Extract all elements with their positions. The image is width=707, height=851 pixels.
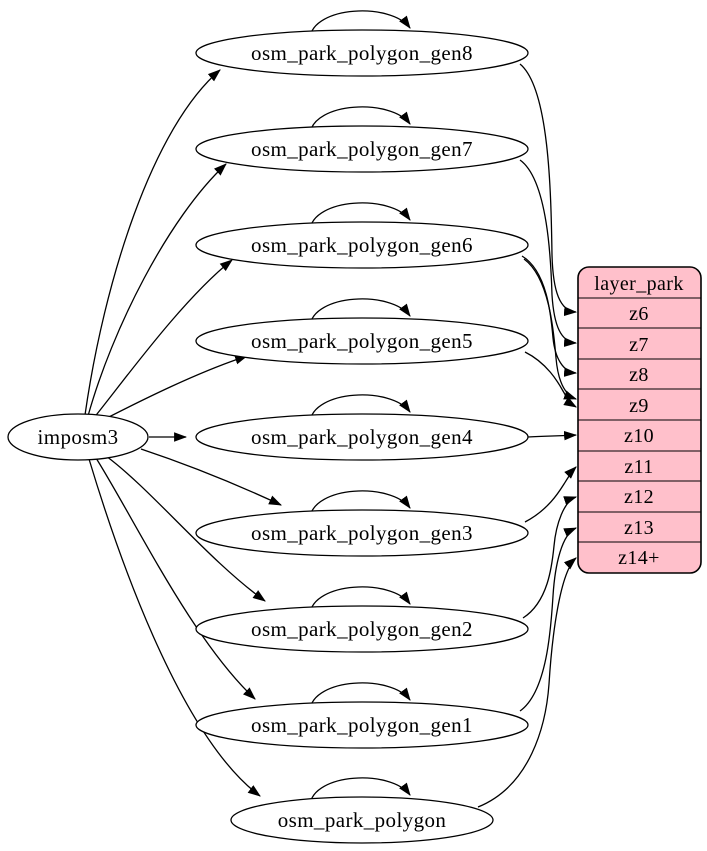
node-osm_park_polygon_gen4: osm_park_polygon_gen4 <box>195 413 529 461</box>
node-gen7-label: osm_park_polygon_gen7 <box>251 137 473 161</box>
edges-to-layer <box>477 63 578 808</box>
edge-polygon-z14 <box>477 557 577 808</box>
self-loop-edges <box>309 10 411 806</box>
node-gen1-shape <box>195 701 529 749</box>
node-imposm3-label: imposm3 <box>38 425 119 449</box>
node-gen7-shape <box>195 125 529 173</box>
node-osm_park_polygon_gen3: osm_park_polygon_gen3 <box>195 509 529 557</box>
node-gen3-label: osm_park_polygon_gen3 <box>251 521 473 545</box>
node-polygon-label: osm_park_polygon <box>278 808 447 832</box>
edge-gen6-z8 <box>521 255 578 377</box>
edge-gen3-z11 <box>524 466 577 523</box>
node-gen8-label: osm_park_polygon_gen8 <box>251 41 473 65</box>
edge-imposm3-gen5 <box>98 355 249 423</box>
node-gen5-label: osm_park_polygon_gen5 <box>251 329 473 353</box>
node-gen6-label: osm_park_polygon_gen6 <box>251 233 473 257</box>
node-osm_park_polygon_gen6: osm_park_polygon_gen6 <box>195 221 529 269</box>
node-gen2-label: osm_park_polygon_gen2 <box>251 617 473 641</box>
edge-imposm3-gen1 <box>95 457 256 700</box>
row-z12: z12 <box>624 486 654 508</box>
node-osm_park_polygon_gen1: osm_park_polygon_gen1 <box>195 701 529 749</box>
edge-gen5-z9 <box>524 351 577 408</box>
self-loop-gen6 <box>309 202 411 231</box>
edge-gen6-z9 <box>523 258 578 400</box>
node-osm_park_polygon: osm_park_polygon <box>230 796 494 844</box>
node-osm_park_polygon_gen7: osm_park_polygon_gen7 <box>195 125 529 173</box>
self-loop-gen8 <box>309 10 411 39</box>
self-loop-gen1 <box>309 682 411 711</box>
node-gen4-shape <box>195 413 529 461</box>
row-z8: z8 <box>629 364 649 386</box>
node-gen2-shape <box>195 605 529 653</box>
row-z9: z9 <box>629 395 649 417</box>
self-loop-gen3 <box>309 490 411 519</box>
node-polygon-shape <box>230 796 494 844</box>
edge-gen2-z12 <box>522 496 578 619</box>
row-z6: z6 <box>629 303 649 325</box>
row-z11: z11 <box>624 456 653 478</box>
node-osm_park_polygon_gen2: osm_park_polygon_gen2 <box>195 605 529 653</box>
edge-imposm3-polygon <box>88 458 261 797</box>
edge-imposm3-gen7 <box>87 163 227 417</box>
self-loop-gen7 <box>309 106 411 135</box>
layer-park-node: layer_park z6 z7 z8 z9 z10 z11 z12 z13 z… <box>577 266 702 574</box>
node-osm_park_polygon_gen8: osm_park_polygon_gen8 <box>195 29 529 77</box>
edge-gen8-z6 <box>519 63 578 316</box>
row-z13: z13 <box>624 517 654 539</box>
node-gen6-shape <box>195 221 529 269</box>
node-gen5-shape <box>195 317 529 365</box>
self-loop-gen5 <box>309 298 411 327</box>
node-gen3-shape <box>195 509 529 557</box>
node-gen8-shape <box>195 29 529 77</box>
node-osm_park_polygon_gen5: osm_park_polygon_gen5 <box>195 317 529 365</box>
row-z7: z7 <box>629 334 649 356</box>
node-imposm3: imposm3 <box>7 413 149 461</box>
edge-gen4-z10 <box>527 430 578 441</box>
node-imposm3-shape <box>7 413 149 461</box>
self-loop-gen4 <box>309 394 411 423</box>
row-z10: z10 <box>624 425 654 447</box>
edge-gen7-z7 <box>519 159 578 347</box>
edge-imposm3-gen8 <box>84 69 221 416</box>
table-nodes: imposm3 osm_park_polygon_gen8 osm_park_p… <box>7 29 529 844</box>
layer-park-title: layer_park <box>594 273 684 295</box>
node-gen4-label: osm_park_polygon_gen4 <box>251 425 473 449</box>
edges-from-source <box>84 69 282 797</box>
edge-imposm3-gen3 <box>140 448 282 506</box>
node-gen1-label: osm_park_polygon_gen1 <box>251 713 473 737</box>
row-z14: z14+ <box>618 547 660 569</box>
self-loop-polygon <box>309 777 411 806</box>
edge-imposm3-gen6 <box>92 259 233 420</box>
self-loop-gen2 <box>309 586 411 615</box>
edge-imposm3-gen2 <box>105 455 266 602</box>
edge-gen1-z13 <box>519 527 577 712</box>
